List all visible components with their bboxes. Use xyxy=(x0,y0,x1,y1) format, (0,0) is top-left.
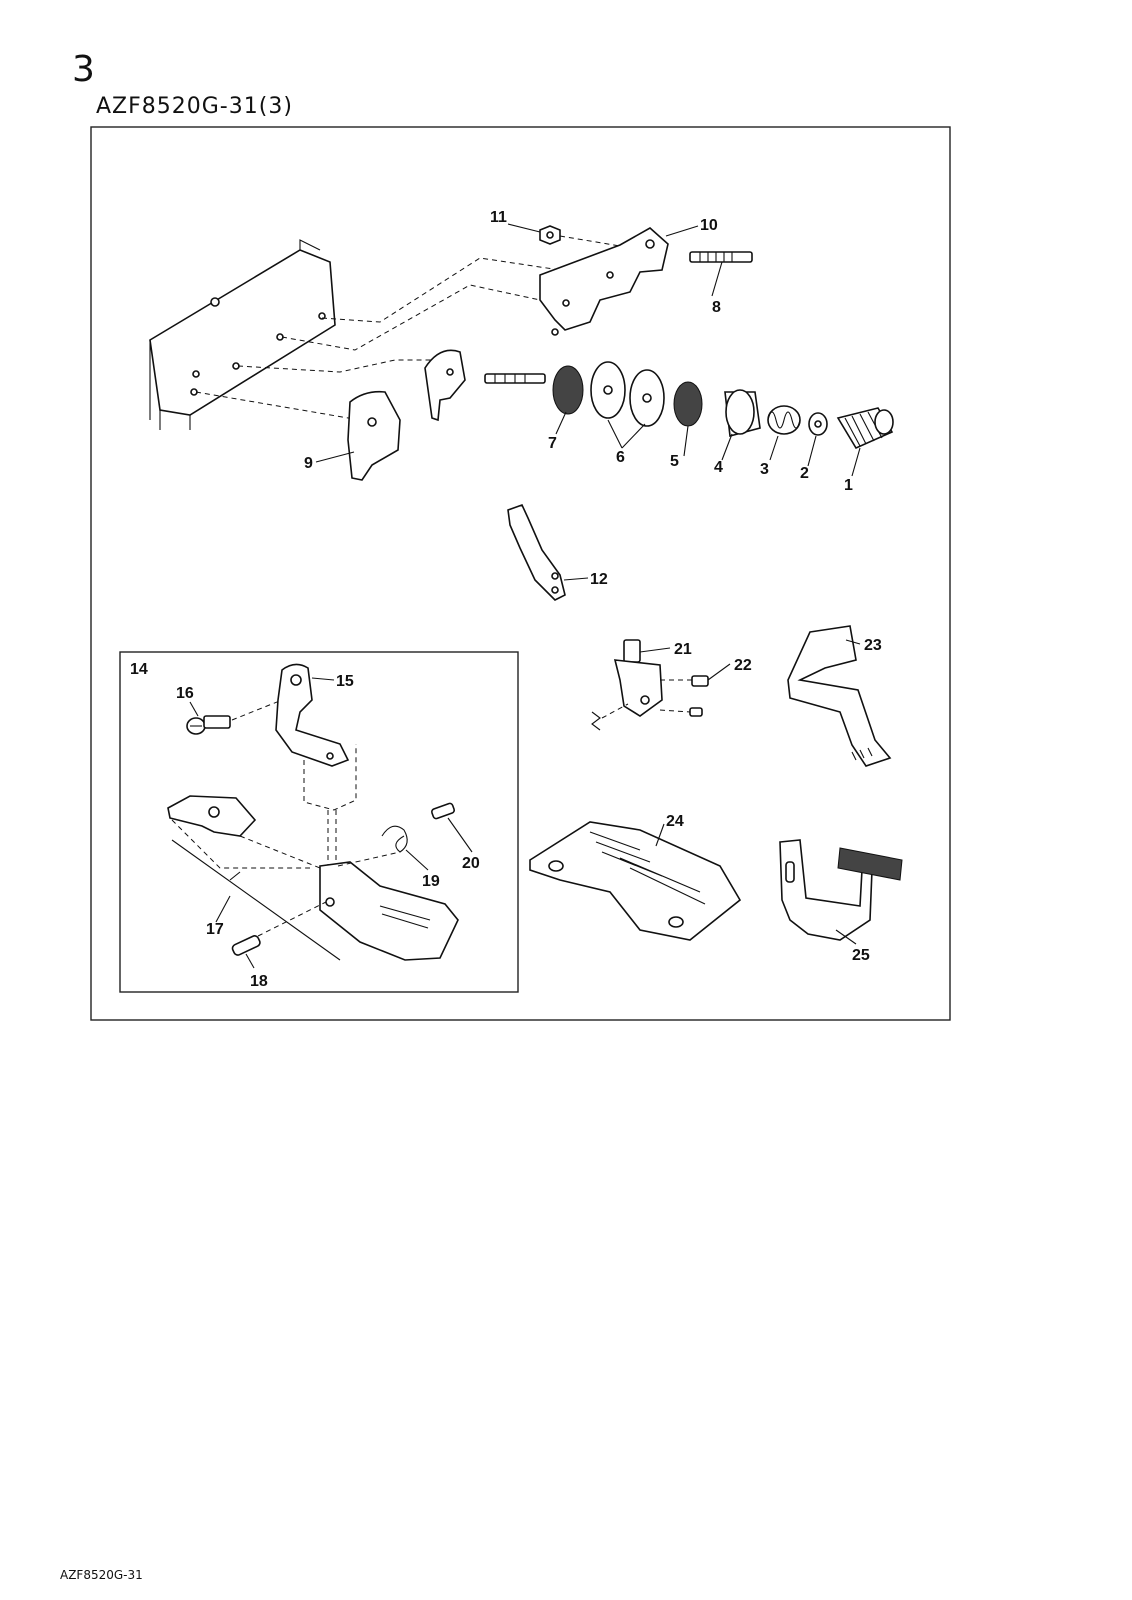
small-screws xyxy=(591,703,703,731)
part-22-screw xyxy=(691,675,709,687)
part-21-needle-clamp xyxy=(613,639,663,717)
callout-20: 20 xyxy=(462,855,480,872)
callout-5: 5 xyxy=(670,453,679,470)
page-number: 3 xyxy=(72,49,95,90)
callout-23: 23 xyxy=(864,637,882,654)
callout-22: 22 xyxy=(734,657,752,674)
callout-14: 14 xyxy=(130,661,148,678)
part-8-stud xyxy=(689,251,753,263)
part-20-pin xyxy=(430,802,456,820)
callout-4: 4 xyxy=(714,459,723,476)
part-17-presser-foot-bottom xyxy=(319,861,459,961)
machine-body xyxy=(149,239,336,430)
footer-code: AZF8520G-31 xyxy=(60,1568,143,1582)
callout-18: 18 xyxy=(250,973,268,990)
callout-16: 16 xyxy=(176,685,194,702)
part-7-felt xyxy=(552,365,584,415)
callout-10: 10 xyxy=(700,217,718,234)
callout-24: 24 xyxy=(666,813,684,830)
callout-8: 8 xyxy=(712,299,721,316)
tension-stud xyxy=(484,373,546,384)
part-19-spring xyxy=(381,825,408,853)
part-15-presser-arm xyxy=(275,663,350,767)
part-17-presser-foot-top xyxy=(167,795,257,837)
model-title: AZF8520G-31(3) xyxy=(96,94,293,119)
part-18-pin xyxy=(231,935,261,956)
callout-1: 1 xyxy=(844,477,853,494)
part-12-lever xyxy=(507,504,566,601)
part-1-knob xyxy=(836,407,894,450)
part-3-spring xyxy=(767,405,801,435)
part-11-nut xyxy=(539,225,561,245)
callout-6: 6 xyxy=(616,449,625,466)
presser-foot-assembly-frame xyxy=(119,651,519,993)
part-4-cup xyxy=(724,389,761,438)
callout-2: 2 xyxy=(800,465,809,482)
callout-9: 9 xyxy=(304,455,313,472)
part-10-plate xyxy=(539,227,669,336)
part-2-nut xyxy=(808,412,828,436)
callout-7: 7 xyxy=(548,435,557,452)
diagram-frame xyxy=(90,126,951,1021)
callout-25: 25 xyxy=(852,947,870,964)
callout-3: 3 xyxy=(760,461,769,478)
callout-17: 17 xyxy=(206,921,224,938)
callout-12: 12 xyxy=(590,571,608,588)
callout-21: 21 xyxy=(674,641,692,658)
part-6-discs xyxy=(590,361,665,427)
callout-19: 19 xyxy=(422,873,440,890)
part-25-feed-dog xyxy=(779,839,903,941)
part-23-looper xyxy=(787,625,892,767)
callout-11: 11 xyxy=(490,209,507,226)
part-16-screw xyxy=(186,715,231,735)
part-5-felt xyxy=(673,381,703,427)
part-9-bracket xyxy=(347,390,401,481)
part-24-throat-plate xyxy=(529,821,742,941)
callout-15: 15 xyxy=(336,673,354,690)
tension-bracket xyxy=(424,349,466,422)
